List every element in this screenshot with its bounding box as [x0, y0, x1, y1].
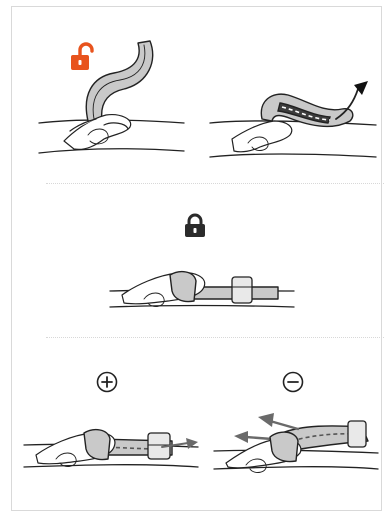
step-lock-secure-strap — [108, 257, 298, 317]
section-divider-2 — [46, 337, 384, 338]
minus-circle-icon — [282, 371, 304, 393]
step-unlock-lift-strap — [34, 35, 194, 165]
lock-icon — [184, 214, 206, 238]
instruction-card — [11, 6, 382, 511]
plus-circle-icon — [96, 371, 118, 393]
step-unlock-pull-strap — [208, 79, 378, 169]
step-loosen-strap — [212, 403, 382, 483]
step-tighten-strap — [22, 419, 202, 479]
section-divider-1 — [46, 183, 384, 184]
